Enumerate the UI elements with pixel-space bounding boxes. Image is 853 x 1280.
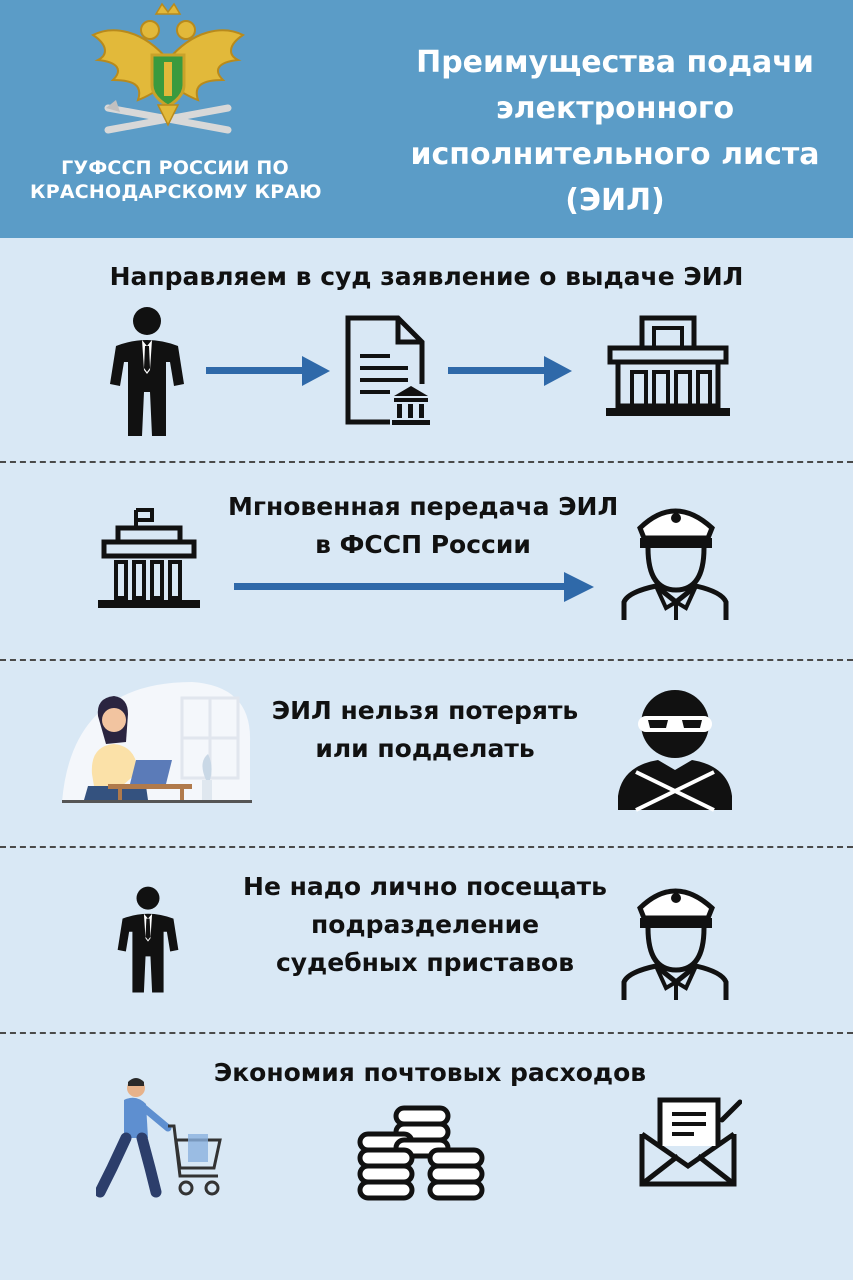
section-divider [0, 659, 853, 661]
section-5-caption-line1: Экономия почтовых расходов [213, 1058, 647, 1087]
arrow-right-icon [448, 356, 572, 386]
section-4-caption-line1: Не надо лично посещать [243, 872, 607, 901]
page-title: Преимущества подачи электронного исполни… [380, 40, 850, 224]
organization-name-line2: КРАСНОДАРСКОМУ КРАЮ [30, 181, 322, 203]
bailiff-officer-icon [620, 498, 730, 622]
court-building-icon [604, 314, 732, 420]
arrow-right-icon [206, 356, 330, 386]
section-divider [0, 1032, 853, 1034]
man-with-shopping-cart-icon [96, 1076, 226, 1200]
arrow-right-icon [234, 572, 594, 602]
section-2-caption-line2: в ФССП России [315, 530, 531, 559]
document-court-icon [342, 314, 434, 428]
bailiff-officer-icon [620, 878, 730, 1002]
double-headed-eagle-emblem-icon [88, 0, 248, 150]
section-divider [0, 461, 853, 463]
section-3-caption: ЭИЛ нельзя потерять или подделать [240, 692, 610, 768]
envelope-letter-icon [638, 1094, 742, 1190]
page-title-line1: Преимущества подачи [416, 45, 814, 80]
section-4-caption: Не надо лично посещать подразделение суд… [220, 868, 630, 982]
section-4-caption-line2: подразделение [310, 910, 540, 939]
section-1-caption-line1: Направляем в суд заявление о выдаче ЭИЛ [109, 262, 744, 291]
section-1-caption: Направляем в суд заявление о выдаче ЭИЛ [0, 258, 853, 296]
section-4-caption-line3: судебных приставов [275, 948, 575, 977]
court-building-icon [96, 506, 202, 610]
section-5-caption: Экономия почтовых расходов [150, 1054, 710, 1092]
page-title-line3: исполнительного листа [410, 137, 820, 172]
section-2-caption: Мгновенная передача ЭИЛ в ФССП России [228, 488, 618, 564]
section-3-caption-line2: или подделать [315, 734, 535, 763]
organization-name-line1: ГУФССП РОССИИ ПО [61, 157, 289, 179]
coin-stacks-icon [356, 1100, 486, 1202]
woman-at-laptop-icon [62, 682, 252, 808]
businessman-icon [108, 306, 186, 438]
section-3-caption-line1: ЭИЛ нельзя потерять [271, 696, 579, 725]
section-divider [0, 846, 853, 848]
section-2-caption-line1: Мгновенная передача ЭИЛ [228, 492, 619, 521]
masked-thief-icon [616, 686, 734, 812]
organization-name: ГУФССП РОССИИ ПО КРАСНОДАРСКОМУ КРАЮ [30, 156, 322, 204]
businessman-icon [116, 876, 180, 1004]
page-title-line4: (ЭИЛ) [565, 183, 665, 218]
page-title-line2: электронного [495, 91, 735, 126]
